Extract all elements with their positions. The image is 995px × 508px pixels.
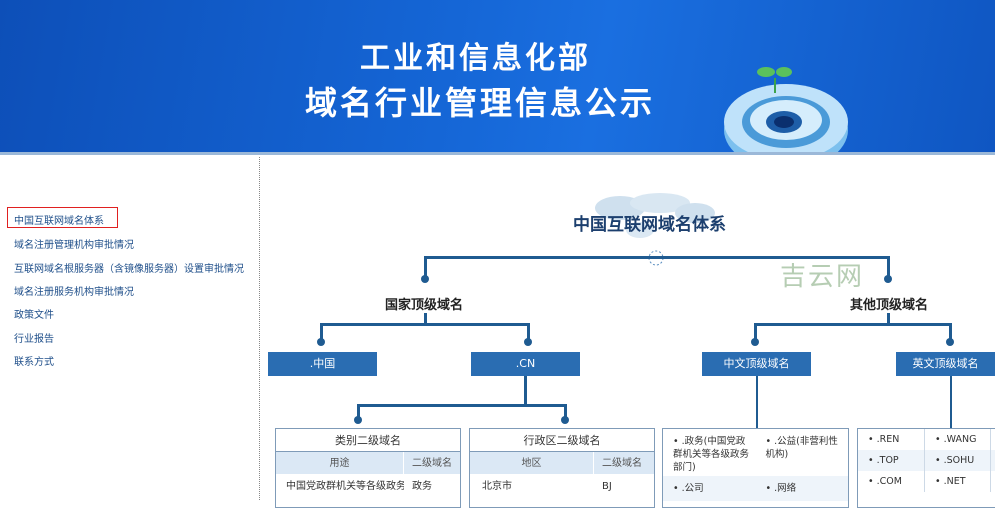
region-sld-table: 行政区二级域名 地区二级域名 北京市 BJ xyxy=(469,428,655,508)
connector xyxy=(949,323,952,341)
category-sld-table: 类别二级域名 用途二级域名 中国党政群机关等各级政务政务 xyxy=(275,428,461,508)
tld-zhongguo[interactable]: .中国 xyxy=(268,352,377,376)
list-item: • .REN xyxy=(868,434,900,445)
connector xyxy=(754,323,757,341)
connector-dot xyxy=(317,338,325,346)
list-item: • .COM xyxy=(868,476,902,487)
list-item: • xyxy=(990,429,995,450)
tld-cn[interactable]: .CN xyxy=(471,352,580,376)
cell: BJ xyxy=(602,481,612,492)
column-header: 地区 xyxy=(470,452,594,474)
connector-dot xyxy=(524,338,532,346)
other-tld-label: 其他顶级域名 xyxy=(850,298,929,313)
list-item: • .公益(非营利性机构) xyxy=(765,436,838,460)
list-item: • xyxy=(990,471,995,492)
connector xyxy=(524,376,527,406)
banner-title-site: 域名行业管理信息公示 xyxy=(305,84,656,122)
connector-dot xyxy=(884,275,892,283)
list-item: • .NET xyxy=(924,471,990,492)
list-item: • xyxy=(990,450,995,471)
sidebar-item-root-server-approval[interactable]: 互联网域名根服务器（含镜像服务器）设置审批情况 xyxy=(14,264,244,275)
connector xyxy=(887,256,890,278)
connector xyxy=(424,256,890,259)
list-item: • .TOP xyxy=(858,450,924,471)
column-header: 用途 xyxy=(276,452,404,474)
watermark: 吉云网 xyxy=(780,262,865,292)
list-item: • .WANG xyxy=(924,429,990,450)
english-tld[interactable]: 英文顶级域名 xyxy=(896,352,995,376)
table-row: 北京市 BJ xyxy=(470,475,654,498)
connector xyxy=(887,313,890,325)
connector xyxy=(754,323,952,326)
connector-dot xyxy=(354,416,362,424)
sidebar-item-registrar-approval[interactable]: 域名注册服务机构审批情况 xyxy=(14,287,134,298)
selected-indicator xyxy=(7,207,118,228)
banner-title-ministry: 工业和信息化部 xyxy=(360,41,591,76)
table-title: 类别二级域名 xyxy=(276,429,460,452)
connector xyxy=(320,323,323,341)
connector-dot xyxy=(561,416,569,424)
connector-dot xyxy=(421,275,429,283)
cell: 北京市 xyxy=(482,481,512,492)
chinese-tld[interactable]: 中文顶级域名 xyxy=(702,352,811,376)
world-map-decoration xyxy=(595,193,715,238)
divider xyxy=(259,157,260,500)
national-tld-label: 国家顶级域名 xyxy=(385,298,464,313)
connector xyxy=(357,404,360,418)
table-title: 行政区二级域名 xyxy=(470,429,654,452)
connector xyxy=(950,376,952,428)
column-header: 二级域名 xyxy=(602,458,642,469)
connector xyxy=(756,376,758,428)
cell: 政务 xyxy=(412,481,432,492)
chart-title: 中国互联网域名体系 xyxy=(573,215,726,235)
sidebar-item-contact[interactable]: 联系方式 xyxy=(14,357,54,368)
list-item: • .政务(中国党政群机关等各级政务部门) xyxy=(673,436,750,473)
list-item: • .公司 xyxy=(663,476,756,501)
connector-dot xyxy=(946,338,954,346)
cell: 中国党政群机关等各级政务 xyxy=(286,481,404,492)
connector-dot xyxy=(751,338,759,346)
header-banner: 工业和信息化部 域名行业管理信息公示 xyxy=(0,0,995,155)
connector xyxy=(357,404,567,407)
connector xyxy=(527,323,530,341)
sidebar-item-domain-system[interactable]: 中国互联网域名体系 xyxy=(14,216,104,227)
list-item: • .网络 xyxy=(755,476,848,501)
chinese-tld-list: • .政务(中国党政群机关等各级政务部门) • .公益(非营利性机构) • .公… xyxy=(662,428,849,508)
table-header: 用途二级域名 xyxy=(276,452,460,475)
sidebar-item-registry-approval[interactable]: 域名注册管理机构审批情况 xyxy=(14,240,134,251)
column-header: 二级域名 xyxy=(412,458,452,469)
table-header: 地区二级域名 xyxy=(470,452,654,475)
connector xyxy=(424,313,427,325)
connector xyxy=(564,404,567,418)
sidebar-item-policy[interactable]: 政策文件 xyxy=(14,310,54,321)
sidebar-item-reports[interactable]: 行业报告 xyxy=(14,334,54,345)
connector xyxy=(424,256,427,278)
table-row: 中国党政群机关等各级政务政务 xyxy=(276,475,460,498)
at-sign-sprout-icon xyxy=(724,67,848,155)
connector xyxy=(320,323,530,326)
english-tld-list: • .REN • .WANG • • .TOP • .SOHU • • .COM… xyxy=(857,428,995,508)
list-item: • .SOHU xyxy=(924,450,990,471)
